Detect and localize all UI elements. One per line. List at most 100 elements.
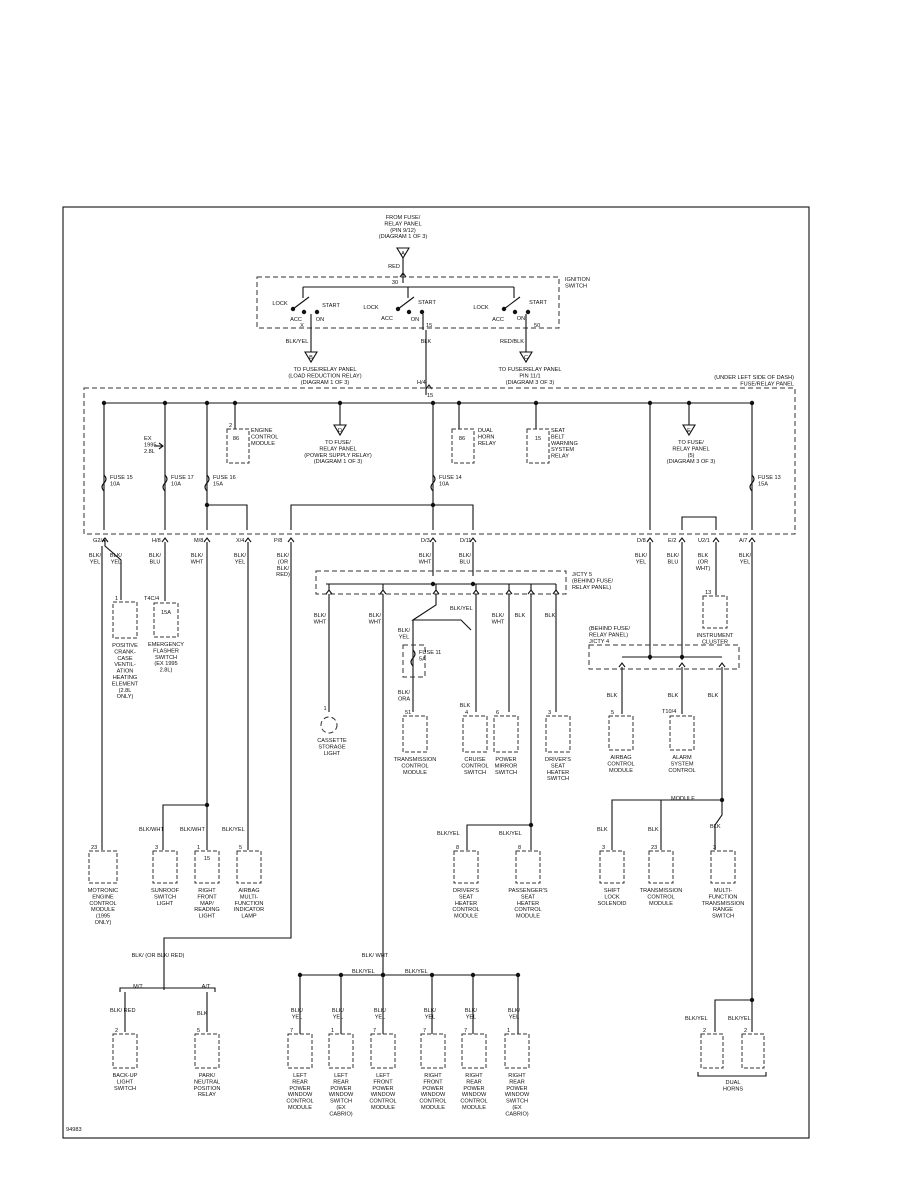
connector-c-destination-line: PIN 11/1	[519, 373, 540, 379]
splice-dot	[470, 581, 476, 587]
power-mirror-switch-pin-line: 6	[496, 710, 499, 716]
wire-color-label-line: YEL	[111, 559, 122, 565]
cassette-label-line: STORAGE	[318, 744, 346, 750]
alarm-connector-line: T10/4	[662, 709, 676, 715]
alarm-system-control-label-line: CONTROL	[668, 768, 695, 774]
ignition-pin-30-line: 30	[392, 280, 398, 286]
wire-color-label-line: BLK/YEL	[437, 831, 460, 837]
transmission-control-module-2-pin-line: 23	[651, 845, 657, 851]
source-label-line: FROM FUSE/	[386, 215, 421, 221]
fuse-15-label-line: FUSE 15	[110, 475, 133, 481]
horn-relay-num-line: 86	[459, 436, 465, 442]
seat-belt-label-line: SYSTEM	[551, 447, 574, 453]
wire-color-label: BLK/ (OR BLK/ RED)	[132, 953, 185, 959]
wire-color-label-line: YEL	[90, 559, 101, 565]
pin-15: 15	[426, 323, 432, 329]
wire-color-label: BLK/ WHT	[362, 953, 389, 959]
left-rear-window-module-pin-line: 7	[290, 1028, 293, 1034]
wire-color-label-line: YEL	[292, 1014, 303, 1020]
wire-color-label-line: WHT	[419, 559, 432, 565]
wire	[411, 600, 472, 631]
connector-letter-line: B	[309, 355, 313, 361]
wire-color-label-line: BLK/YEL	[728, 1016, 751, 1022]
connector-chevron	[469, 537, 477, 543]
fuse-11-box	[402, 644, 426, 678]
connector-chevron	[472, 589, 480, 595]
connector-chevron	[552, 589, 560, 595]
lock-label-line: LOCK	[272, 301, 288, 307]
wire-color-label-line: BLK/	[508, 1008, 521, 1014]
cruise-control-switch-label-line: SWITCH	[464, 770, 486, 776]
right-rear-window-switch-label-line: REAR	[509, 1079, 525, 1085]
right-front-window-module-label-line: WINDOW	[421, 1092, 446, 1098]
driver-seat-heater-module-body	[453, 850, 479, 884]
alarm-connector: T10/4	[662, 709, 676, 715]
left-rear-window-module-label-line: WINDOW	[288, 1092, 313, 1098]
wire-color-label-line: YEL	[636, 559, 647, 565]
airbag-indicator-lamp-label-line: AIRBAG	[238, 888, 259, 894]
left-rear-window-module-pin: 7	[290, 1028, 293, 1034]
passenger-seat-heater-module-label-line: HEATER	[517, 901, 539, 907]
cruise-control-switch-label-line: CRUISE	[464, 757, 485, 763]
left-front-window-module-label-line: POWER	[372, 1086, 393, 1092]
junction-5-label-line: (BEHIND FUSE/	[572, 578, 613, 584]
fuse-14-label-line: 10A	[439, 481, 449, 487]
sunroof-switch-light-label-line: SUNROOF	[151, 888, 180, 894]
connector-chevron	[646, 537, 654, 543]
wire-color-label: BLK/YEL	[332, 1008, 345, 1020]
acc-label: ACC	[290, 317, 302, 323]
park-neutral-relay-label-line: NEUTRAL	[194, 1079, 220, 1085]
wire-color-label-line: BLK/YEL	[286, 339, 309, 345]
right-rear-window-module-label-line: REAR	[466, 1079, 482, 1085]
wire-color-label-line: BLK/	[277, 553, 290, 559]
airbag-control-module-label-line: AIRBAG	[610, 755, 631, 761]
panel-output-pin-line: D/8	[637, 538, 646, 544]
connector-e-destination-line: (DIAGRAM 3 OF 3)	[667, 459, 716, 465]
fuse-13-label-line: 15A	[758, 481, 768, 487]
range-switch-label-line: TRANSMISSION	[702, 901, 745, 907]
reading-light-pin-line: 1	[197, 845, 200, 851]
transmission-control-module-2-body	[648, 850, 674, 884]
connector-c-destination-line: (DIAGRAM 3 OF 3)	[506, 380, 555, 386]
wire-color-label-line: BLK	[197, 1011, 208, 1017]
pin-15-line: 15	[426, 323, 432, 329]
acc-label: ACC	[381, 316, 393, 322]
wire-color-label: BLK/YEL	[450, 606, 473, 612]
wire-color-label-line: BLK	[648, 827, 659, 833]
seat-belt-label-line: SEAT	[551, 428, 566, 434]
wire-color-label: BLK/ORA	[398, 690, 411, 702]
cruise-control-switch-label-line: CONTROL	[461, 763, 488, 769]
source-label-line: RELAY PANEL	[384, 221, 421, 227]
alarm-system-control-label-line: ALARM	[672, 755, 692, 761]
fuse-15-label-line: 10A	[110, 481, 120, 487]
emergency-flasher-switch-label-line: EMERGENCY	[148, 642, 184, 648]
wire-color-label-line: BLK	[710, 824, 721, 830]
left-rear-window-module-label-line: CONTROL	[286, 1099, 313, 1105]
wire-color-label-line: RED)	[276, 572, 290, 578]
lock-label: LOCK	[473, 305, 489, 311]
splice-dot	[338, 972, 344, 978]
wire	[207, 504, 248, 530]
airbag-control-module-label-line: MODULE	[609, 768, 633, 774]
pin-15-panel-line: 15	[427, 393, 433, 399]
dual-horn-left-body	[700, 1033, 724, 1069]
ecm-label-line: ENGINE	[251, 428, 273, 434]
switch-contact	[406, 309, 412, 315]
instrument-cluster-pin-line: 13	[705, 590, 711, 596]
switch-contact	[301, 309, 307, 315]
junction-4-label-line: (BEHIND FUSE/	[589, 626, 630, 632]
driver-seat-heater-module-pin-line: 8	[456, 845, 459, 851]
ignition-switch-label-line: IGNITION	[565, 277, 590, 283]
module-label: MODULE	[671, 796, 695, 802]
wire-color-label-line: WHT	[369, 619, 382, 625]
right-front-window-module-body	[420, 1033, 446, 1069]
